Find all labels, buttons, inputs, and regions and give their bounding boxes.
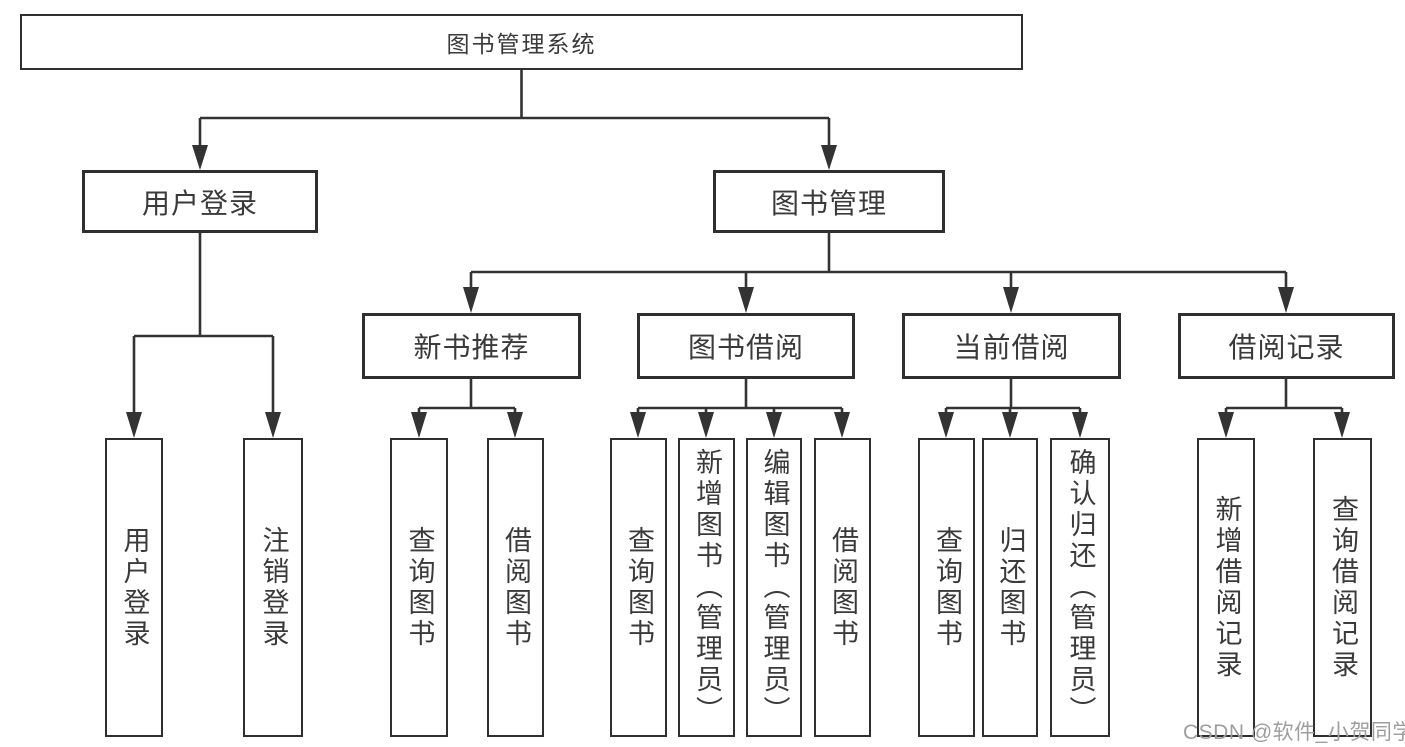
leaf-return-books: 归还图书 xyxy=(982,438,1038,737)
arrowhead xyxy=(738,287,754,313)
leaf-query-books-recommend: 查询图书 xyxy=(390,438,448,737)
arrowhead xyxy=(1003,287,1019,313)
node-book-management: 图书管理 xyxy=(713,170,945,233)
leaf-label: 借阅图书 xyxy=(501,525,531,650)
arrowhead xyxy=(507,412,523,438)
leaf-edit-book-admin: 编辑图书（管理员） xyxy=(746,438,802,737)
arrowhead xyxy=(834,412,850,438)
connector-new-book-recommend-children xyxy=(417,379,517,416)
leaf-label: 用户登录 xyxy=(119,525,150,650)
arrowhead xyxy=(265,412,281,438)
leaf-label: 新增图书（管理员） xyxy=(692,448,722,727)
arrowhead xyxy=(1278,287,1294,313)
leaf-borrow-books-recommend: 借阅图书 xyxy=(487,438,544,737)
arrowhead xyxy=(1218,412,1234,438)
arrowhead xyxy=(698,412,714,438)
arrowhead xyxy=(192,145,208,170)
node-book-borrowing: 图书借阅 xyxy=(637,313,855,379)
connector-book-management-children xyxy=(469,233,1288,291)
leaf-query-books-current: 查询图书 xyxy=(918,438,975,737)
arrowhead xyxy=(821,145,837,170)
leaf-label: 确认归还（管理员） xyxy=(1065,448,1096,727)
arrowhead xyxy=(1334,412,1350,438)
node-user-login: 用户登录 xyxy=(82,170,318,233)
leaf-label: 注销登录 xyxy=(258,525,289,650)
connector-borrow-records-children xyxy=(1224,379,1344,416)
leaf-label: 归还图书 xyxy=(995,525,1026,650)
leaf-label: 编辑图书（管理员） xyxy=(759,448,790,727)
node-borrow-records: 借阅记录 xyxy=(1178,313,1395,379)
leaf-label: 查询借阅记录 xyxy=(1328,494,1358,681)
node-root: 图书管理系统 xyxy=(20,14,1023,70)
leaf-label: 查询图书 xyxy=(932,525,962,650)
connector-current-borrowing-children xyxy=(944,379,1082,416)
leaf-add-book-admin: 新增图书（管理员） xyxy=(678,438,735,737)
arrowhead xyxy=(630,412,646,438)
arrowhead xyxy=(1072,412,1088,438)
arrowhead xyxy=(1002,412,1018,438)
arrowhead xyxy=(766,412,782,438)
connector-root-to-level2 xyxy=(198,70,831,150)
connector-user-login-children xyxy=(132,233,275,416)
leaf-logout: 注销登录 xyxy=(243,438,303,737)
arrowhead xyxy=(463,287,479,313)
leaf-confirm-return-admin: 确认归还（管理员） xyxy=(1050,438,1110,737)
connector-book-borrowing-children xyxy=(636,379,844,416)
leaf-add-borrow-record: 新增借阅记录 xyxy=(1197,438,1255,737)
node-new-book-recommend: 新书推荐 xyxy=(362,313,581,379)
leaf-borrow-books-borrowing: 借阅图书 xyxy=(814,438,871,737)
leaf-label: 新增借阅记录 xyxy=(1211,494,1242,681)
leaf-label: 查询图书 xyxy=(624,525,654,650)
leaf-query-borrow-record: 查询借阅记录 xyxy=(1313,438,1372,737)
leaf-label: 查询图书 xyxy=(404,525,435,650)
leaf-query-books-borrowing: 查询图书 xyxy=(610,438,667,737)
leaf-user-login: 用户登录 xyxy=(105,438,163,737)
arrowhead xyxy=(938,412,954,438)
node-current-borrowing: 当前借阅 xyxy=(902,313,1121,379)
arrowhead xyxy=(411,412,427,438)
leaf-label: 借阅图书 xyxy=(828,525,858,650)
watermark: CSDN @软件_小贺同学 xyxy=(1183,721,1405,744)
arrowhead xyxy=(126,412,142,438)
